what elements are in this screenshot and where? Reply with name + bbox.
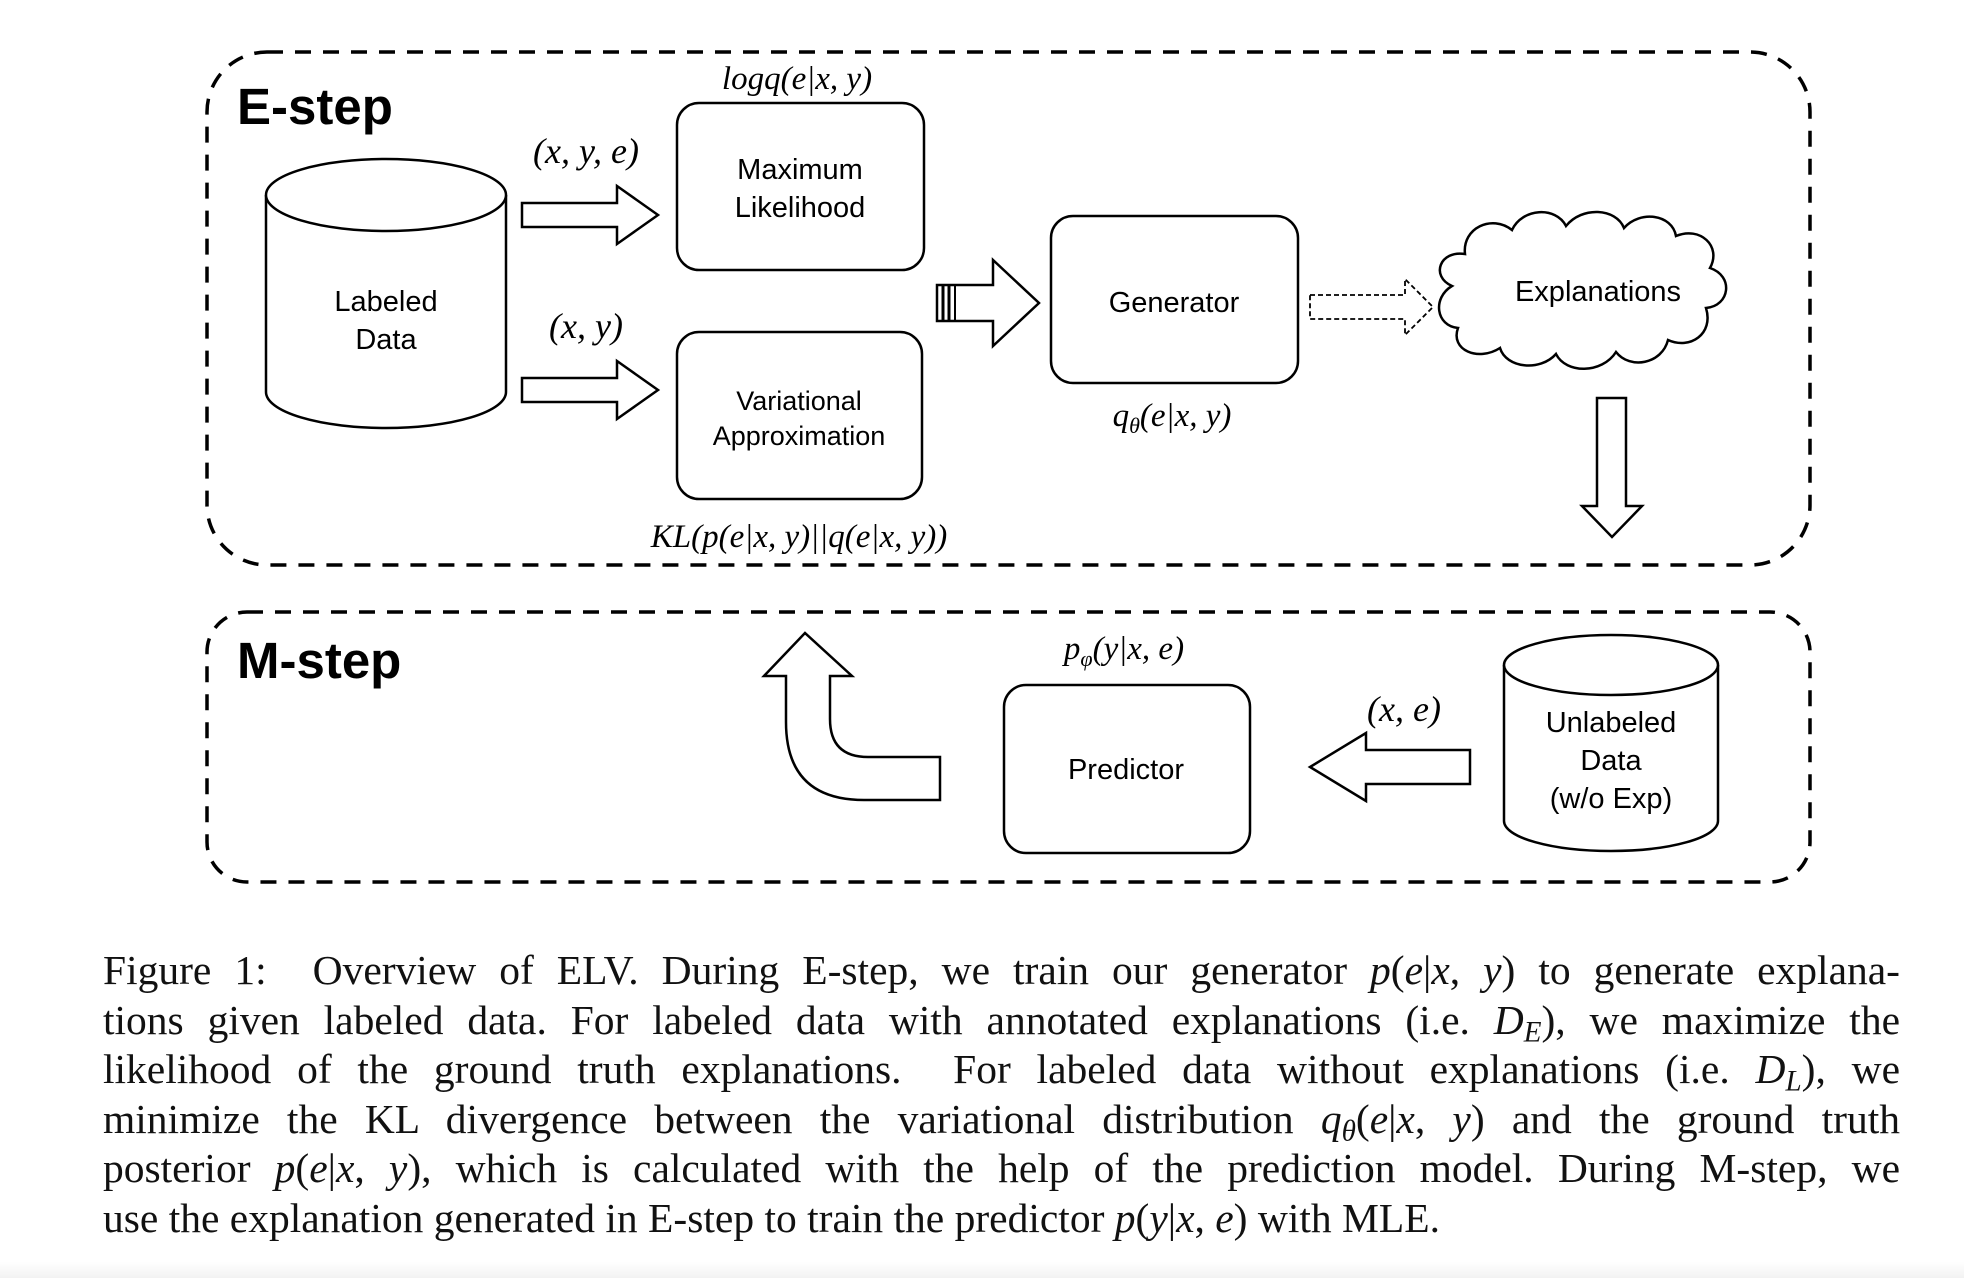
max-likelihood-label-line1: Maximum bbox=[737, 154, 863, 186]
arrow-to-explanations bbox=[1309, 276, 1435, 338]
generator-box bbox=[1049, 214, 1300, 385]
caption-line-6: use the explanation generated in E-step … bbox=[103, 1194, 1440, 1241]
predictor-label: Predictor bbox=[1068, 754, 1184, 786]
variational-box bbox=[675, 330, 924, 501]
explanations-cloud bbox=[1437, 210, 1728, 370]
caption-line-2: tions given labeled data. For labeled da… bbox=[103, 996, 1900, 1048]
input-xe-label: (x, e) bbox=[1367, 689, 1441, 729]
estep-title: E-step bbox=[237, 78, 393, 135]
predictor-box bbox=[1002, 683, 1252, 855]
max-likelihood-box bbox=[675, 101, 926, 272]
arrow-to-generator bbox=[935, 257, 1041, 349]
mstep-title: M-step bbox=[237, 632, 401, 689]
mstep-region bbox=[205, 610, 1812, 884]
arrow-to-max-likelihood bbox=[520, 183, 661, 247]
arrow-to-variational bbox=[520, 358, 661, 422]
generator-label: Generator bbox=[1109, 287, 1240, 319]
figure-caption: Figure 1: Overview of ELV. During E-step… bbox=[103, 946, 1900, 1243]
explanations-label: Explanations bbox=[1515, 276, 1681, 308]
arrow-down-from-explanations bbox=[1579, 396, 1645, 539]
labeled-data-cylinder: Labeled Data bbox=[264, 157, 508, 430]
variational-label-line2: Approximation bbox=[713, 421, 886, 451]
max-likelihood-label-line2: Likelihood bbox=[735, 192, 866, 224]
arrow-to-predictor bbox=[1307, 730, 1472, 804]
labeled-data-label-line2: Data bbox=[355, 324, 417, 356]
unlabeled-data-cylinder: Unlabeled Data (w/o Exp) bbox=[1502, 633, 1720, 853]
caption-line-4: minimize the KL divergence between the v… bbox=[103, 1095, 1901, 1147]
input-xy-label: (x, y) bbox=[549, 306, 623, 346]
arrow-predictor-to-estep bbox=[761, 631, 942, 802]
unlabeled-data-label-line2: Data bbox=[1580, 745, 1642, 777]
labeled-data-label-line1: Labeled bbox=[334, 286, 437, 318]
predictor-formula: pφ(y|x, e) bbox=[1062, 631, 1184, 671]
caption-line-1: Figure 1: Overview of ELV. During E-step… bbox=[103, 947, 1900, 993]
variational-label-line1: Variational bbox=[736, 386, 862, 416]
input-xye-label: (x, y, e) bbox=[533, 131, 639, 171]
caption-line-5: posterior p(e|x, y), which is calculated… bbox=[103, 1145, 1900, 1191]
page-edge bbox=[0, 1262, 1964, 1278]
caption-line-3: likelihood of the ground truth explanati… bbox=[103, 1046, 1900, 1098]
unlabeled-data-label-line3: (w/o Exp) bbox=[1550, 783, 1672, 815]
max-likelihood-formula: logq(e|x, y) bbox=[722, 61, 872, 97]
estep-region bbox=[205, 50, 1812, 567]
unlabeled-data-label-line1: Unlabeled bbox=[1546, 707, 1677, 739]
generator-formula: qθ(e|x, y) bbox=[1113, 398, 1232, 438]
kl-formula: KL(p(e|x, y)||q(e|x, y)) bbox=[650, 519, 947, 555]
